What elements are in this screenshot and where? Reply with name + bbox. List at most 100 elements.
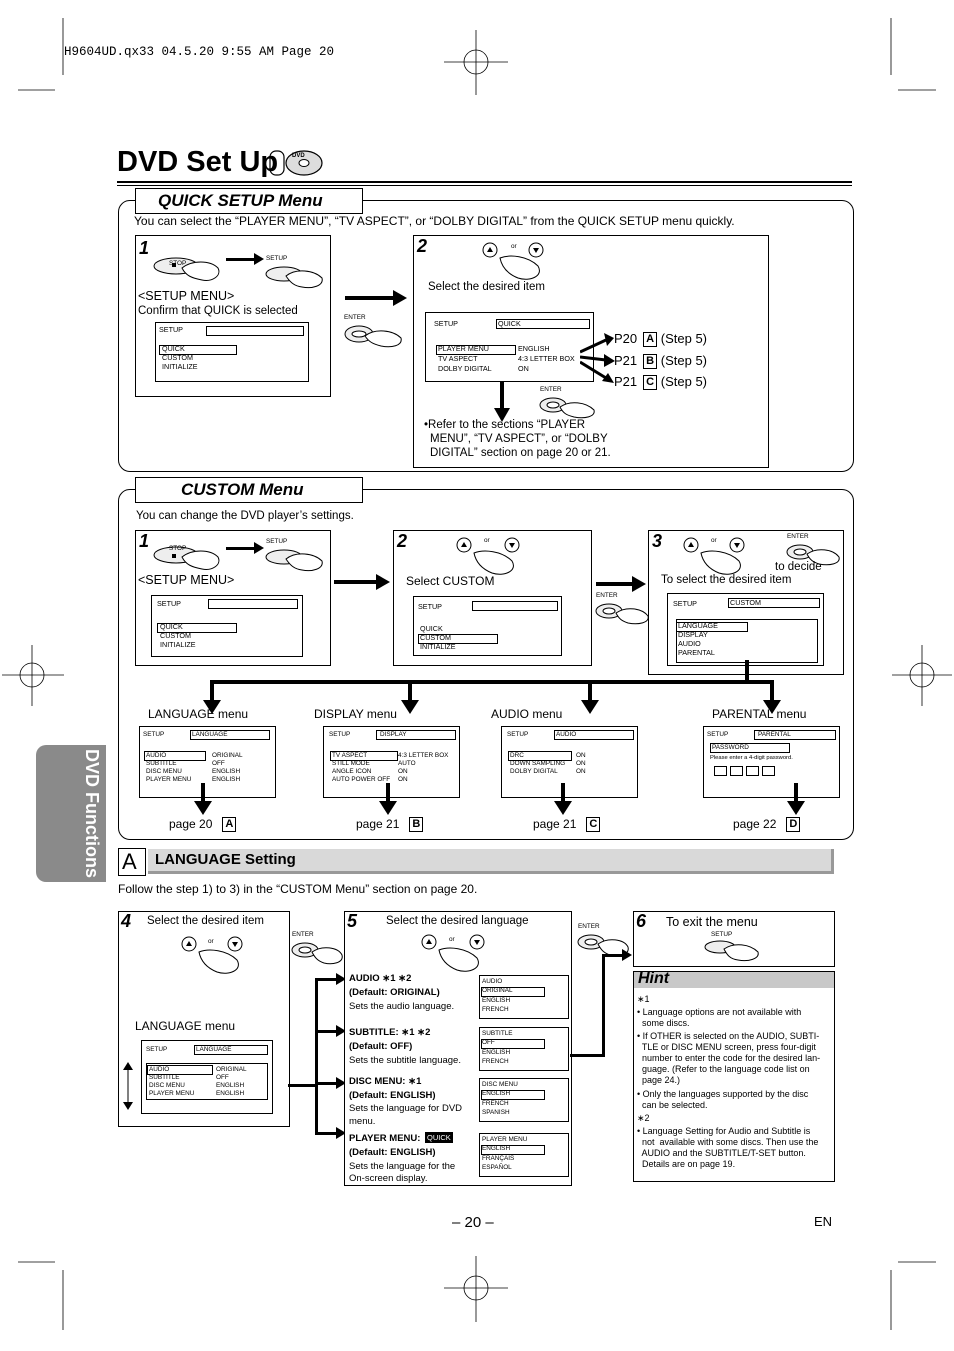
screen-row-value: 4:3 LETTER BOX [518, 354, 575, 363]
ref-step: (Step 5) [660, 353, 708, 368]
selection-highlight [159, 345, 237, 355]
hint-line: can be selected. [637, 1100, 708, 1110]
screen-head: SETUP [673, 599, 697, 608]
setup-label: SETUP [266, 255, 288, 262]
row-key: SUBTITLE [146, 760, 177, 767]
screen-head: SETUP [434, 319, 458, 328]
screen-tab: AUDIO [556, 731, 577, 738]
select-text: Select the desired item [428, 281, 545, 293]
custom-step1-box: 1 STOP SETUP <SETUP MENU> SETUP QUICK CU… [135, 530, 331, 666]
audio-options: AUDIO ORIGINAL ENGLISH FRENCH [479, 975, 569, 1019]
row-key: STILL MODE [332, 760, 370, 767]
flow-arrow [596, 582, 636, 586]
item-name: DISC MENU: ∗1 [349, 1076, 422, 1087]
select-item-text: To select the desired item [661, 574, 792, 586]
screen-row-key: TV ASPECT [438, 354, 478, 363]
or-label: or [511, 243, 517, 250]
item-default: (Default: OFF) [349, 1041, 413, 1052]
row-value: ORIGINAL [216, 1066, 247, 1073]
setup-screen: SETUP QUICK CUSTOM INITIALIZE [413, 596, 562, 656]
selection-highlight [147, 1065, 213, 1075]
display-menu-screen: SETUP DISPLAY TV ASPECT 4:3 LETTER BOX S… [323, 726, 460, 798]
screen-head: SETUP [159, 325, 183, 334]
language-menu-label: LANGUAGE menu [148, 707, 249, 721]
enter-label: ENTER [344, 314, 366, 321]
step-number: 6 [636, 911, 647, 931]
item-default: (Default: ENGLISH) [349, 1147, 436, 1158]
page-ref: page 20 [169, 817, 213, 831]
screen-row-key: DOLBY DIGITAL [438, 364, 492, 373]
row-key: AUTO POWER OFF [332, 776, 391, 783]
select-custom-text: Select CUSTOM [406, 574, 495, 588]
ref-badge: B [643, 354, 658, 370]
enter-button-hand-icon [539, 397, 595, 419]
step-number: 1 [139, 238, 150, 258]
opt-head: DISC MENU [482, 1081, 518, 1088]
up-down-buttons-hand-icon [482, 242, 544, 280]
selection-highlight [436, 345, 516, 355]
row-value: ORIGINAL [212, 752, 243, 759]
screen-item: DISPLAY [678, 630, 708, 639]
hint-line: • Language options are not available wit… [637, 1007, 802, 1017]
item-list-box [146, 1063, 268, 1100]
hint-line: • If OTHER is selected on the AUDIO, SUB… [637, 1031, 820, 1041]
page-ref-b: page 21 B [356, 817, 424, 833]
selection-highlight [330, 751, 398, 761]
row-value: AUTO [398, 760, 416, 767]
screen-tab: DISPLAY [380, 731, 407, 738]
option: ENGLISH [482, 1049, 511, 1056]
opt-head: SUBTITLE [482, 1030, 513, 1037]
audio-menu-screen: SETUP AUDIO DRC ON DOWN SAMPLING ON DOLB… [501, 726, 638, 798]
item-name: PLAYER MENU: [349, 1133, 421, 1144]
screen-bar [206, 326, 304, 336]
ref-badge: A [222, 817, 237, 833]
page-ref: page 21 [356, 817, 400, 831]
screen-item: INITIALIZE [160, 640, 196, 649]
screen-row-value: ON [518, 364, 529, 373]
row-value: ENGLISH [212, 776, 241, 783]
screen-item: AUDIO [678, 639, 701, 648]
custom-step2-box: 2 or Select CUSTOM SETUP QUICK CUSTOM IN… [393, 530, 592, 666]
setup-label: SETUP [266, 538, 288, 545]
enter-button-hand-icon [291, 942, 343, 965]
title-rule [117, 181, 852, 183]
screen-item: CUSTOM [420, 633, 452, 642]
screen-row-key: PLAYER MENU [438, 344, 489, 353]
screen-bar [472, 601, 558, 611]
step-number: 2 [397, 531, 408, 551]
screen-item: LANGUAGE [678, 621, 718, 630]
step-arrow [226, 258, 256, 261]
subtitle-options: SUBTITLE OFF ENGLISH FRENCH [479, 1027, 569, 1071]
ref-step: (Step 5) [660, 331, 708, 346]
display-menu-label: DISPLAY menu [314, 707, 397, 721]
row-value: ON [576, 768, 586, 775]
screen-tab: PARENTAL [758, 731, 791, 738]
stop-label: STOP [169, 260, 187, 267]
selection-highlight [418, 634, 498, 644]
hint-line: AUDIO and the SUBTITLE/T-SET button. [637, 1148, 806, 1158]
digit-box [762, 766, 775, 776]
setup-menu-label: <SETUP MENU> [138, 289, 235, 303]
quick-tag: QUICK [425, 1132, 453, 1143]
item-default: (Default: ENGLISH) [349, 1090, 436, 1101]
row-key: TV ASPECT [332, 752, 368, 759]
arrow-head-icon [254, 253, 264, 265]
row-key: AUDIO [149, 1066, 170, 1073]
option: ENGLISH [482, 997, 511, 1004]
password-prompt: Please enter a 4-digit password. [710, 755, 793, 761]
disc-menu-options: DISC MENU ENGLISH FRENCH SPANISH [479, 1078, 569, 1122]
fan-arrows [580, 333, 615, 383]
up-down-buttons-hand-icon [456, 537, 520, 575]
ref-badge: B [409, 817, 424, 833]
section-title: LANGUAGE Setting [155, 851, 296, 868]
page-ref-arrows [194, 783, 805, 815]
step4-text: Select the desired item [147, 915, 264, 927]
up-down-buttons-hand-icon [421, 934, 485, 972]
item-desc: Sets the language for the [349, 1161, 456, 1172]
row-key: ANGLE ICON [332, 768, 372, 775]
arrow-head-icon [494, 408, 510, 422]
screen-item: QUICK [160, 622, 183, 631]
screen-head: SETUP [146, 1046, 168, 1053]
